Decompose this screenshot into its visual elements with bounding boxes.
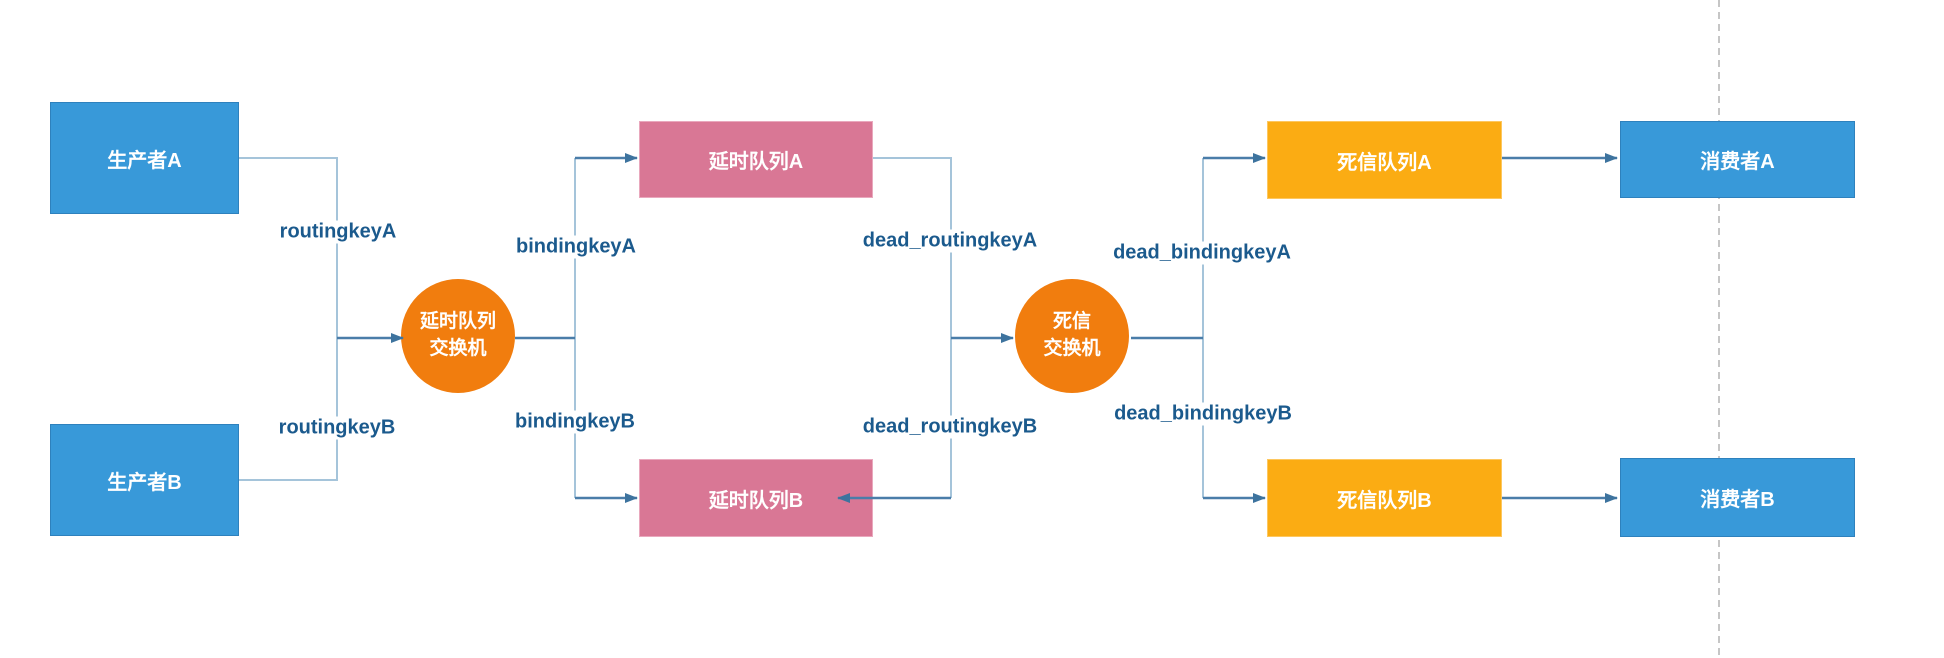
node-producer-a: 生产者A [50, 102, 239, 214]
connectors-dark [337, 153, 1618, 503]
node-consumer-a: 消费者A [1620, 121, 1855, 198]
node-dead-queue-b: 死信队列B [1267, 459, 1502, 537]
node-producer-b: 生产者B [50, 424, 239, 536]
edge-delay-queue-a-to-junction [873, 157, 952, 498]
edge-label-dead-bindingkey-b: dead_bindingkeyB [1112, 402, 1294, 426]
edge-label-routingkey-b: routingkeyB [276, 416, 398, 440]
node-dead-exchange: 死信 交换机 [1015, 279, 1129, 393]
node-consumer-b: 消费者B [1620, 458, 1855, 537]
edge-label-bindingkey-a: bindingkeyA [513, 235, 639, 259]
node-delay-exchange: 延时队列 交换机 [401, 279, 515, 393]
edge-label-dead-bindingkey-a: dead_bindingkeyA [1111, 241, 1293, 265]
edge-label-dead-routingkey-a: dead_routingkeyA [860, 229, 1040, 253]
edge-label-bindingkey-b: bindingkeyB [512, 410, 638, 434]
node-delay-queue-a: 延时队列A [639, 121, 873, 198]
edge-label-dead-routingkey-b: dead_routingkeyB [860, 415, 1040, 439]
node-delay-queue-b: 延时队列B [639, 459, 873, 537]
edge-label-routingkey-a: routingkeyA [277, 220, 399, 244]
node-dead-queue-a: 死信队列A [1267, 121, 1502, 199]
